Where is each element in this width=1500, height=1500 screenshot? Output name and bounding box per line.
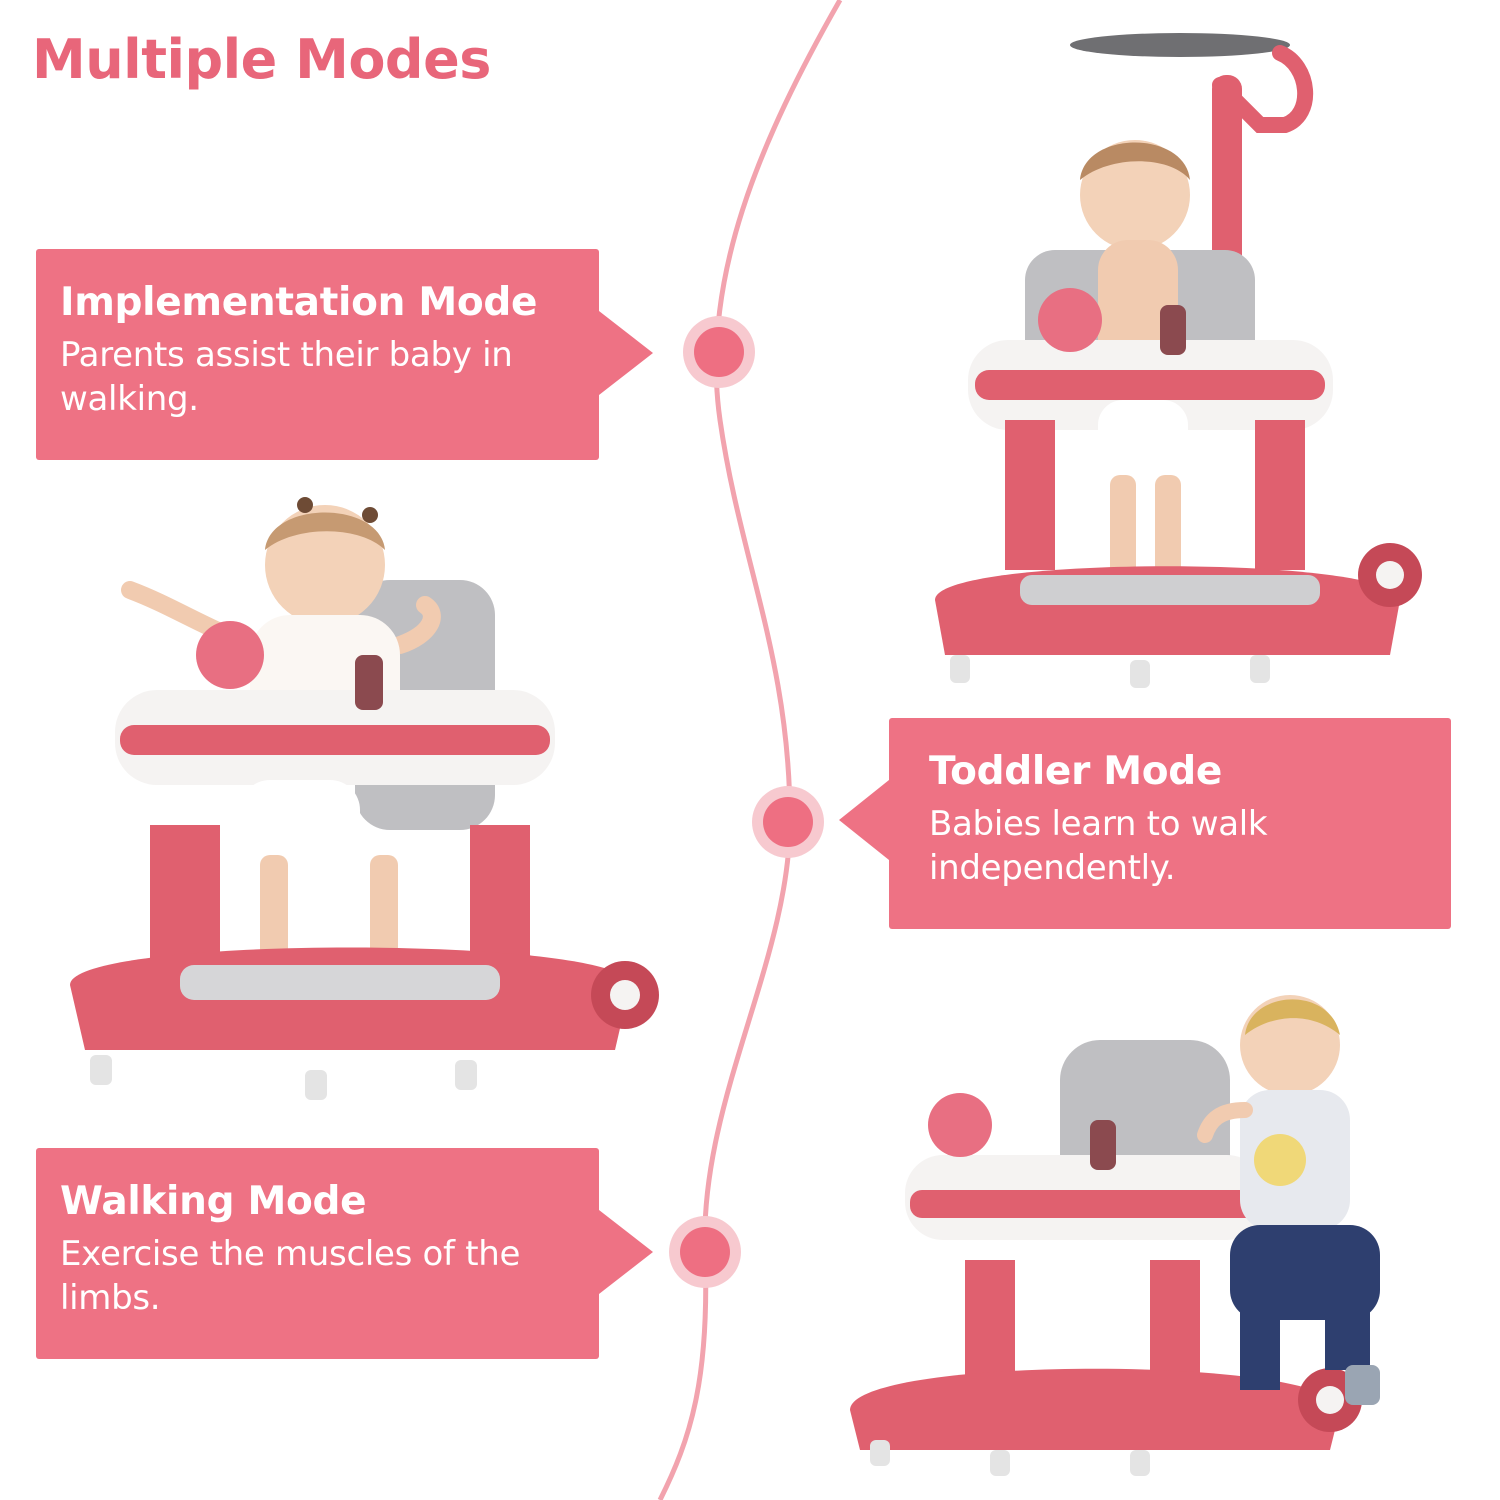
baby-walker-with-push-handle-icon (935, 33, 1422, 688)
mode-title: Implementation Mode (60, 280, 538, 325)
mode-title: Walking Mode (60, 1179, 367, 1224)
timeline-dot-3 (669, 1216, 741, 1288)
callout-pointer (599, 1210, 653, 1294)
mode-description-line2: limbs. (60, 1278, 161, 1318)
page-title: Multiple Modes (32, 28, 491, 91)
baby-walker-walking-mode-icon (850, 995, 1380, 1476)
mode-description-line2: walking. (60, 379, 199, 419)
callout-pointer (839, 780, 889, 860)
baby-walker-toddler-mode-icon (70, 497, 659, 1100)
mode-description-line1: Exercise the muscles of the (60, 1234, 521, 1274)
timeline-dot-2 (752, 786, 824, 858)
mode-description-line1: Parents assist their baby in (60, 335, 513, 375)
timeline-dot-1 (683, 316, 755, 388)
callout-walking-mode: Walking Mode Exercise the muscles of the… (36, 1148, 653, 1359)
mode-title: Toddler Mode (929, 749, 1223, 794)
mode-description-line1: Babies learn to walk (929, 804, 1268, 844)
callout-implementation-mode: Implementation Mode Parents assist their… (36, 249, 653, 460)
callout-toddler-mode: Toddler Mode Babies learn to walk indepe… (839, 718, 1451, 929)
mode-description-line2: independently. (929, 848, 1176, 888)
callout-pointer (599, 311, 653, 395)
